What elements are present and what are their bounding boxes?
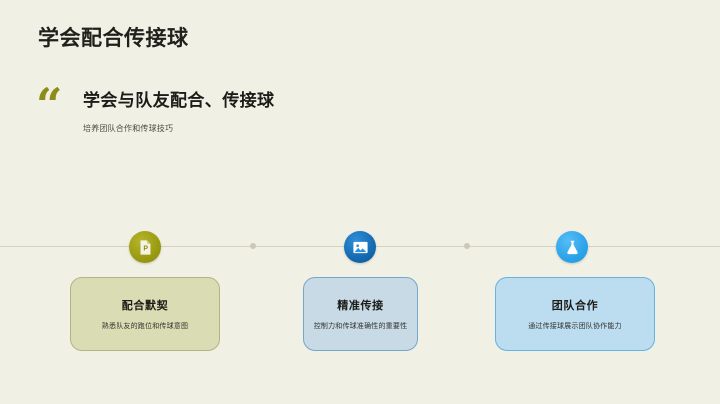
quote-mark-icon: “ [36, 78, 63, 132]
quote-subtext: 培养团队合作和传球技巧 [83, 124, 174, 133]
timeline-connector-dot [464, 243, 470, 249]
card-description: 通过传接球展示团队协作能力 [528, 323, 622, 330]
flask-beaker-icon[interactable] [556, 231, 588, 263]
timeline-card[interactable]: 精准传接 控制力和传球准确性的重要性 [303, 277, 418, 351]
card-title: 配合默契 [121, 300, 169, 312]
timeline-card[interactable]: 团队合作 通过传接球展示团队协作能力 [495, 277, 655, 351]
card-title: 精准传接 [337, 300, 384, 312]
quote-heading: 学会与队友配合、传接球 [83, 91, 275, 110]
quote-block: “ 学会与队友配合、传接球 培养团队合作和传球技巧 [36, 78, 536, 156]
svg-text:P: P [143, 244, 148, 252]
timeline-connector-dot [250, 243, 256, 249]
page-title: 学会配合传接球 [38, 27, 189, 50]
document-p-icon[interactable]: P [129, 231, 161, 263]
card-title: 团队合作 [551, 300, 599, 312]
image-picture-icon[interactable] [344, 231, 376, 263]
card-description: 控制力和传球准确性的重要性 [313, 323, 408, 330]
timeline-card[interactable]: 配合默契 熟悉队友的跑位和传球意图 [70, 277, 220, 351]
card-description: 熟悉队友的跑位和传球意图 [101, 323, 189, 330]
